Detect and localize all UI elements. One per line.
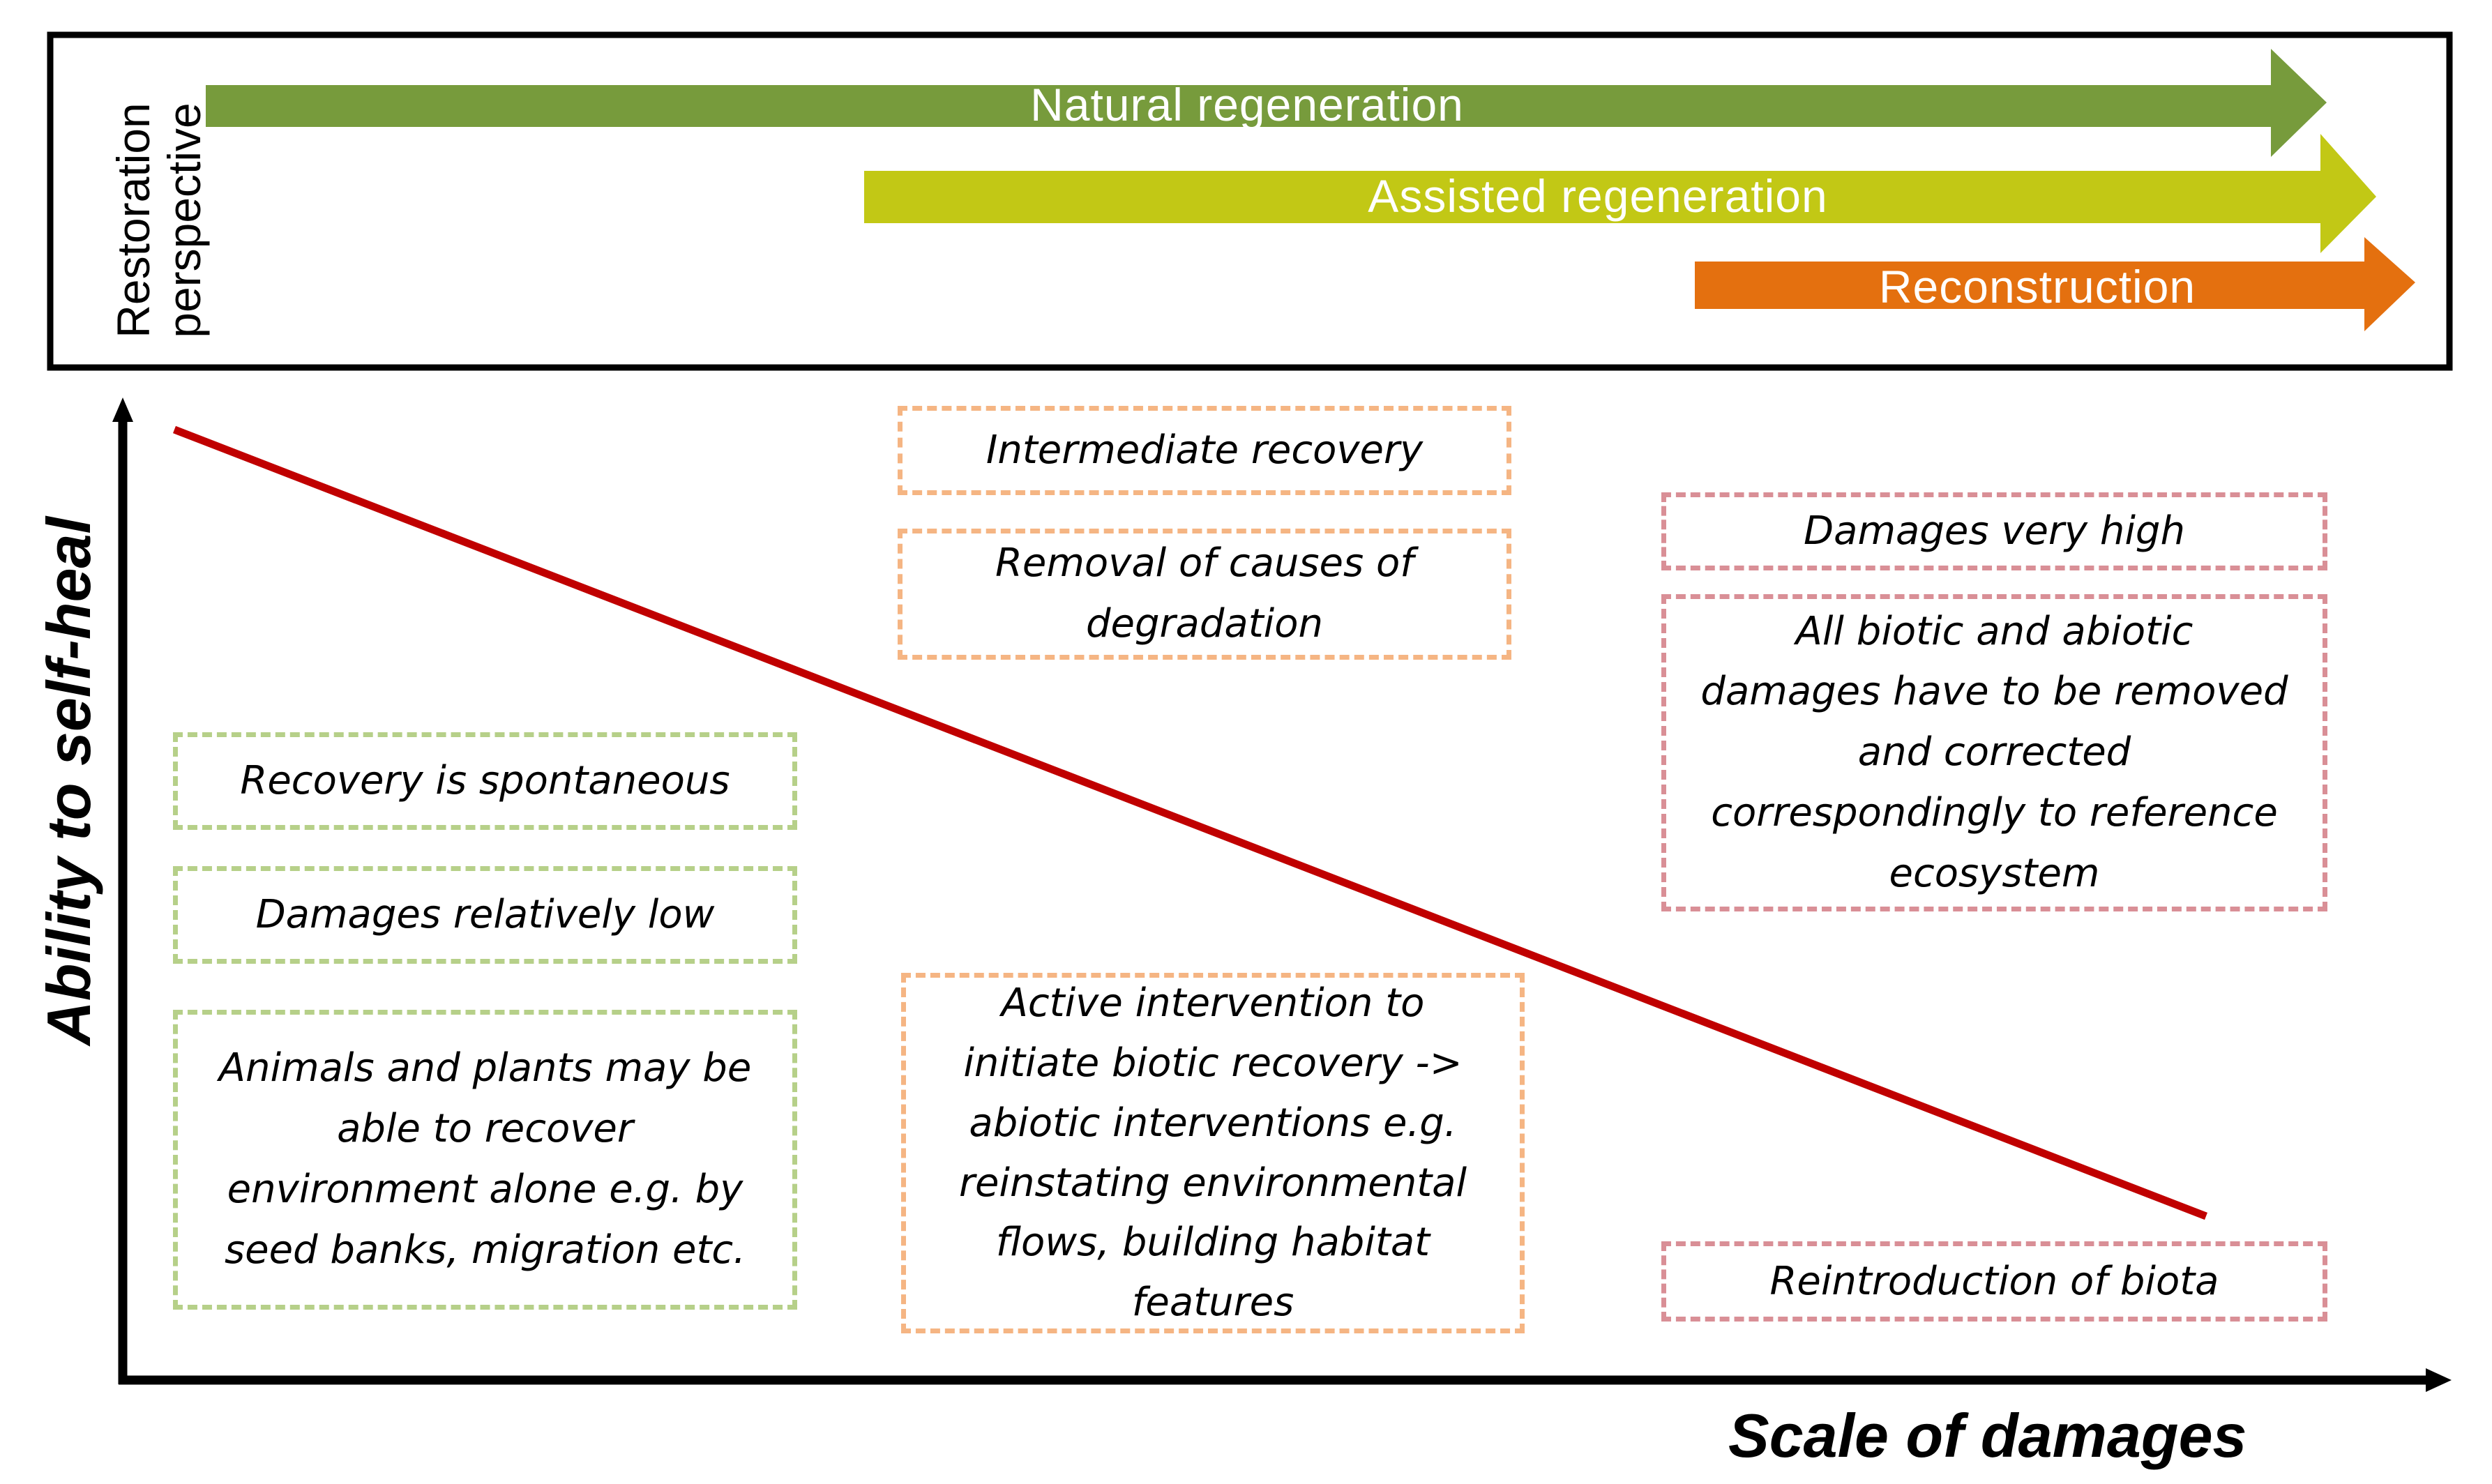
- active-intervention-line: abiotic interventions e.g.: [969, 1100, 1457, 1146]
- spontaneous-recovery-text: Recovery is spontaneous: [240, 758, 730, 803]
- reconstruction-label: Reconstruction: [1879, 264, 2196, 310]
- y-axis-title: Ability to self-heal: [34, 517, 103, 1045]
- reintroduction-box: Reintroduction of biota: [1661, 1241, 2327, 1322]
- natural-regeneration-label: Natural regeneration: [1030, 82, 1464, 128]
- active-intervention-line: features: [1131, 1279, 1294, 1325]
- remove-damages-line: All biotic and abiotic: [1795, 608, 2193, 654]
- natural-recovery-line: Animals and plants may be: [218, 1045, 752, 1091]
- remove-damages-text: All biotic and abiotic damages have to b…: [1700, 602, 2288, 904]
- intermediate-recovery-text: Intermediate recovery: [986, 427, 1424, 473]
- removal-causes-text: Removal of causes of degradation: [995, 533, 1414, 655]
- y-axis-arrowhead: [112, 397, 133, 422]
- natural-recovery-line: environment alone e.g. by: [227, 1167, 743, 1212]
- reconstruction-arrow: [1695, 237, 2415, 331]
- remove-damages-box: All biotic and abiotic damages have to b…: [1661, 594, 2327, 911]
- active-intervention-line: flows, building habitat: [995, 1220, 1430, 1266]
- removal-causes-line: Removal of causes of: [995, 540, 1414, 586]
- active-intervention-box: Active intervention to initiate biotic r…: [901, 973, 1525, 1333]
- natural-recovery-box: Animals and plants may be able to recove…: [173, 1010, 797, 1310]
- reintroduction-text: Reintroduction of biota: [1769, 1258, 2219, 1304]
- restoration-panel-frame: [47, 31, 2453, 371]
- damages-high-text: Damages very high: [1804, 508, 2185, 554]
- remove-damages-line: ecosystem: [1889, 850, 2100, 896]
- remove-damages-line: damages have to be removed: [1700, 669, 2288, 715]
- intermediate-recovery-box: Intermediate recovery: [898, 406, 1511, 495]
- assisted-regeneration-text: Assisted regeneration: [1368, 170, 1828, 222]
- active-intervention-line: Active intervention to: [1001, 980, 1425, 1027]
- reconstruction-text: Reconstruction: [1878, 261, 2196, 312]
- natural-regeneration-text: Natural regeneration: [1030, 79, 1464, 130]
- natural-recovery-line: seed banks, migration etc.: [224, 1227, 746, 1273]
- assisted-regeneration-label: Assisted regeneration: [1368, 173, 1827, 219]
- assisted-regeneration-arrow: [864, 134, 2376, 253]
- ability-trend-line: [173, 425, 2207, 1220]
- restoration-perspective-label: Restoration perspective: [107, 81, 220, 360]
- natural-recovery-line: able to recover: [337, 1106, 633, 1152]
- x-axis-title: Scale of damages: [1728, 1401, 2247, 1470]
- natural-regeneration-arrow: [206, 49, 2327, 157]
- active-intervention-line: initiate biotic recovery ->: [963, 1040, 1463, 1086]
- remove-damages-line: correspondingly to reference: [1711, 789, 2278, 835]
- restoration-perspective-text: Restoration perspective: [107, 103, 210, 338]
- damages-low-text: Damages relatively low: [255, 892, 715, 937]
- damages-low-box: Damages relatively low: [173, 866, 797, 964]
- spontaneous-recovery-box: Recovery is spontaneous: [173, 732, 797, 830]
- removal-causes-line: degradation: [1085, 601, 1323, 646]
- removal-causes-box: Removal of causes of degradation: [898, 529, 1511, 660]
- damages-high-box: Damages very high: [1661, 492, 2327, 570]
- remove-damages-line: and corrected: [1857, 729, 2131, 775]
- active-intervention-text: Active intervention to initiate biotic r…: [959, 974, 1467, 1332]
- active-intervention-line: reinstating environmental: [958, 1160, 1467, 1206]
- natural-recovery-text: Animals and plants may be able to recove…: [219, 1038, 752, 1280]
- x-axis-arrowhead: [2426, 1368, 2452, 1392]
